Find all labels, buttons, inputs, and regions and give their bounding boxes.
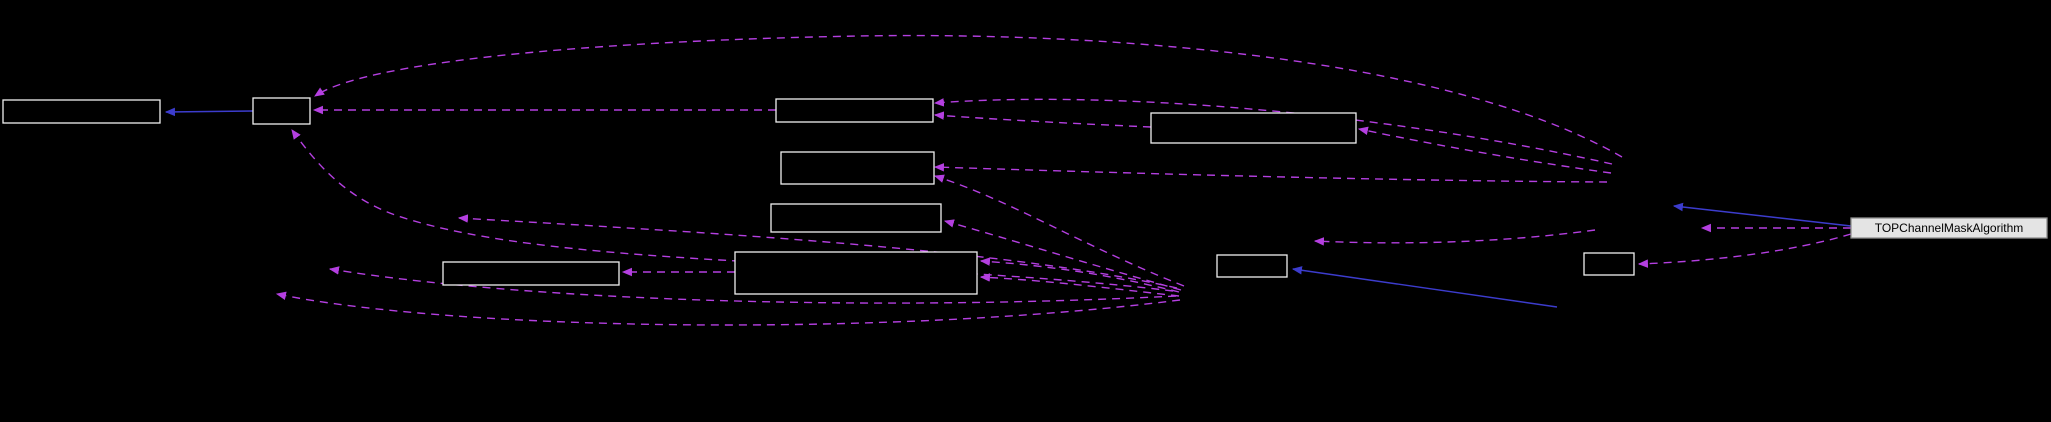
usage-edge-bottom-sweep-2 <box>275 291 1181 326</box>
node-center-mid-2-box[interactable] <box>770 203 942 233</box>
node-top-left-box[interactable] <box>2 99 161 124</box>
inheritance-edge-topnode-to-base <box>1672 202 1852 227</box>
usage-edge-right-mid-sweep <box>1313 229 1596 246</box>
node-center-mid-1-box[interactable] <box>780 151 935 185</box>
node-topchannelmaskalgorithm-box[interactable] <box>1850 217 2048 239</box>
node-topchannelmaskalgorithm-label: TOPChannelMaskAlgorithm <box>1875 221 2024 235</box>
usage-edge-top-arc <box>314 34 1623 158</box>
node-bottom-right-box[interactable] <box>1583 252 1635 276</box>
node-bottom-left[interactable] <box>442 261 620 286</box>
node-bottom-mid[interactable] <box>1216 254 1288 278</box>
node-center-large-box[interactable] <box>734 251 978 295</box>
node-small-left-box[interactable] <box>252 97 311 125</box>
node-bottom-right[interactable] <box>1583 252 1635 276</box>
node-bottom-mid-box[interactable] <box>1216 254 1288 278</box>
usage-edge-top-node-to-bottomright <box>1637 233 1852 268</box>
inheritance-edge-small-to-topleft <box>164 107 254 117</box>
usage-edge-upper-to-center-top <box>933 111 1152 128</box>
usage-edge-right-to-mid1 <box>933 163 1608 183</box>
node-bottom-left-box[interactable] <box>442 261 620 286</box>
node-center-mid-2[interactable] <box>770 203 942 233</box>
node-top-left[interactable] <box>2 99 161 124</box>
node-right-upper-box[interactable] <box>1150 112 1357 144</box>
node-center-large[interactable] <box>734 251 978 295</box>
node-small-left[interactable] <box>252 97 311 125</box>
node-right-upper[interactable] <box>1150 112 1357 144</box>
node-topchannelmaskalgorithm[interactable]: TOPChannelMaskAlgorithm <box>1850 217 2048 239</box>
usage-edge-hub-to-mid1 <box>933 174 1185 287</box>
usage-edge-hub-to-large-a <box>979 257 1180 293</box>
inheritance-edge-right-to-bottommid <box>1291 266 1558 308</box>
usage-edge-right-to-upper <box>1357 126 1612 174</box>
node-center-top-box[interactable] <box>775 98 934 123</box>
usage-edge-hub-to-midleft <box>457 214 1178 289</box>
usage-edge-hub-to-small-bottom <box>291 129 1174 292</box>
usage-edge-hub-to-large-b <box>979 273 1180 297</box>
usage-edge-right-to-center-top <box>933 98 1613 165</box>
node-center-mid-1[interactable] <box>780 151 935 185</box>
node-center-top[interactable] <box>775 98 934 123</box>
